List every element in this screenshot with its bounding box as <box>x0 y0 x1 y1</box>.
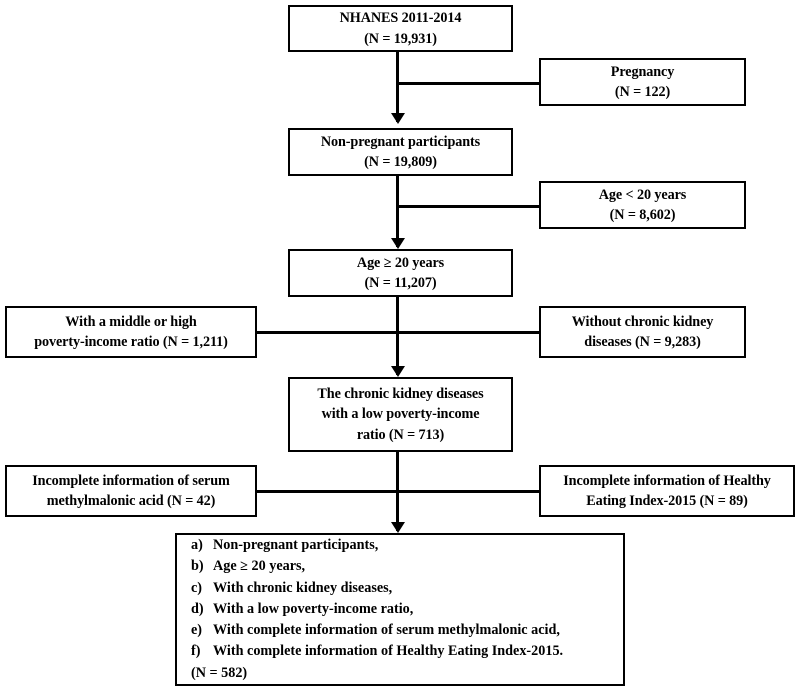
connector-exclusion-row-upper <box>256 331 541 334</box>
node-non-pregnant-participants: Non-pregnant participants (N = 19,809) <box>288 128 513 176</box>
node-age-20-plus-line1: Age ≥ 20 years <box>356 254 445 271</box>
node-incomplete-methylmalonic-acid: Incomplete information of serum methylma… <box>5 465 257 517</box>
final-list-item: d) With a low poverty-income ratio, <box>191 599 413 620</box>
final-item-marker: f) <box>191 643 201 660</box>
arrowhead-to-nonpregnant <box>390 113 405 124</box>
connector-branch-age-under20 <box>396 205 541 208</box>
node-age-under-20: Age < 20 years (N = 8,602) <box>539 181 746 229</box>
final-item-text: With chronic kidney diseases, <box>213 579 393 596</box>
node-middle-high-pir-line1: With a middle or high <box>65 313 197 330</box>
node-without-ckd-line1: Without chronic kidney <box>571 313 714 330</box>
node-pregnancy-line1: Pregnancy <box>610 63 675 80</box>
node-pregnancy: Pregnancy (N = 122) <box>539 58 746 106</box>
connector-exclusion-row-lower <box>256 490 541 493</box>
node-without-chronic-kidney-diseases: Without chronic kidney diseases (N = 9,2… <box>539 306 746 358</box>
final-list-item: e) With complete information of serum me… <box>191 620 560 641</box>
connector-age20-to-ckd <box>396 297 399 375</box>
final-item-marker: a) <box>191 536 203 553</box>
node-incomplete-mma-line2: methylmalonic acid (N = 42) <box>46 493 216 509</box>
node-incomplete-healthy-eating-index: Incomplete information of Healthy Eating… <box>539 465 795 517</box>
final-list-item: f) With complete information of Healthy … <box>191 641 563 662</box>
node-incomplete-hei-line1: Incomplete information of Healthy <box>563 472 771 489</box>
final-item-text: Non-pregnant participants, <box>213 536 379 553</box>
final-list-item: b) Age ≥ 20 years, <box>191 556 305 577</box>
final-item-marker: c) <box>191 579 203 596</box>
final-item-text: With a low poverty-income ratio, <box>213 600 414 617</box>
final-item-text: With complete information of serum methy… <box>213 622 560 639</box>
node-middle-high-poverty-income-ratio: With a middle or high poverty-income rat… <box>5 306 257 358</box>
node-age-20-plus: Age ≥ 20 years (N = 11,207) <box>288 249 513 297</box>
node-ckd-low-pir-line2: with a low poverty-income <box>321 406 480 423</box>
node-incomplete-hei-line2: Eating Index-2015 (N = 89) <box>586 493 748 509</box>
node-age-20-plus-line2: (N = 11,207) <box>364 275 437 291</box>
node-incomplete-mma-line1: Incomplete information of serum <box>32 472 230 489</box>
final-list-item: c) With chronic kidney diseases, <box>191 578 392 599</box>
node-ckd-low-pir-line3: ratio (N = 713) <box>356 426 445 443</box>
node-nhanes-source: NHANES 2011-2014 (N = 19,931) <box>288 5 513 52</box>
node-ckd-with-low-poverty-income-ratio: The chronic kidney diseases with a low p… <box>288 377 513 452</box>
arrowhead-to-age20 <box>390 238 405 249</box>
node-age-under-20-line2: (N = 8,602) <box>609 207 676 223</box>
final-item-marker: b) <box>191 558 204 575</box>
node-final-analytic-sample: a) Non-pregnant participants, b) Age ≥ 2… <box>175 533 625 686</box>
connector-branch-pregnancy <box>396 82 541 85</box>
final-item-text: Age ≥ 20 years, <box>213 558 306 575</box>
node-nhanes-source-line2: (N = 19,931) <box>364 30 437 47</box>
node-age-under-20-line1: Age < 20 years <box>598 186 687 203</box>
node-non-pregnant-line1: Non-pregnant participants <box>320 133 481 150</box>
node-non-pregnant-line2: (N = 19,809) <box>364 154 437 170</box>
connector-source-to-nonpregnant <box>396 50 399 122</box>
node-nhanes-source-line1: NHANES 2011-2014 <box>339 10 462 27</box>
final-item-marker: d) <box>191 600 204 617</box>
node-pregnancy-line2: (N = 122) <box>614 84 671 100</box>
final-total-text: (N = 582) <box>191 664 248 681</box>
connector-nonpregnant-to-age20 <box>396 176 399 247</box>
final-item-marker: e) <box>191 622 203 639</box>
node-without-ckd-line2: diseases (N = 9,283) <box>584 334 701 350</box>
final-total: (N = 582) <box>191 663 247 684</box>
node-middle-high-pir-line2: poverty-income ratio (N = 1,211) <box>34 334 228 350</box>
final-list-item: a) Non-pregnant participants, <box>191 535 378 556</box>
arrowhead-to-ckd <box>390 366 405 377</box>
arrowhead-to-final <box>390 522 405 533</box>
node-ckd-low-pir-line1: The chronic kidney diseases <box>317 386 484 403</box>
final-item-text: With complete information of Healthy Eat… <box>213 643 564 660</box>
